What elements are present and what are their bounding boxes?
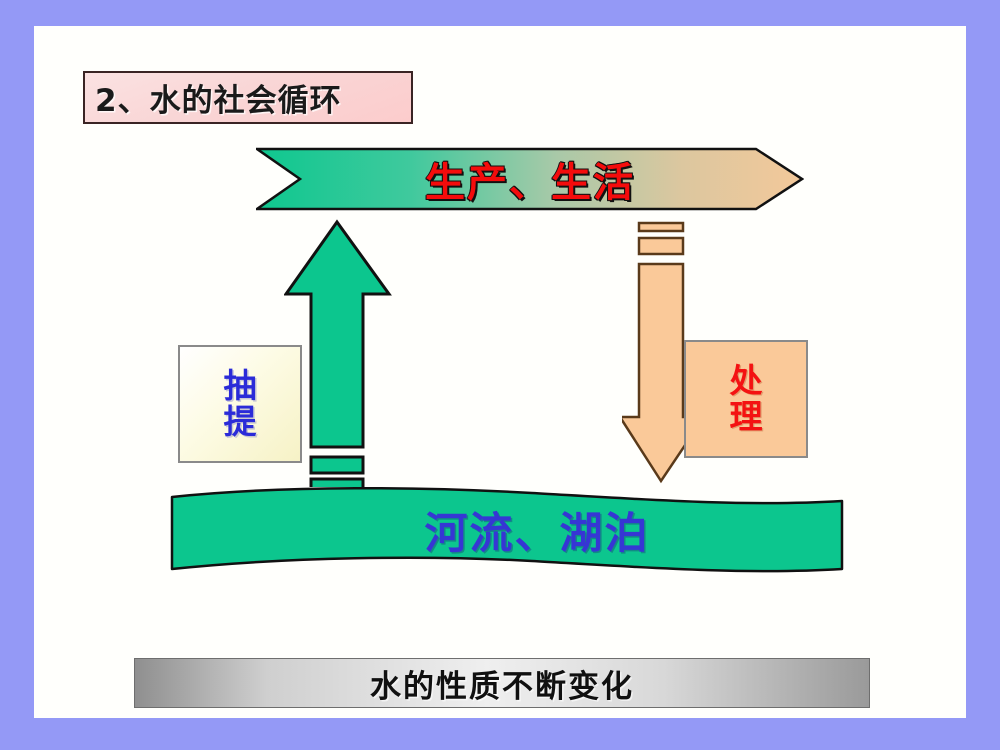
extraction-up-arrow	[283, 219, 394, 491]
banner-shape	[256, 147, 804, 211]
page-title-text: 2、水的社会循环	[95, 83, 342, 119]
page-title: 2、水的社会循环	[83, 71, 413, 124]
slide-canvas: 2、水的社会循环 生产、生活	[34, 26, 966, 718]
up-arrow-shape	[283, 219, 392, 491]
box-treatment: 处 理	[684, 340, 808, 458]
ribbon-river-lake: 河流、湖泊	[166, 481, 848, 579]
treatment-down-arrow	[617, 220, 708, 486]
banner-production-living: 生产、生活	[256, 147, 804, 211]
box-treatment-char-2: 理	[729, 397, 763, 436]
down-arrow-shape	[617, 221, 707, 484]
box-extraction-char-2: 提	[223, 402, 257, 441]
conclusion-bar-text: 水的性质不断变化	[370, 668, 634, 705]
box-extraction: 抽 提	[178, 345, 302, 463]
ribbon-shape	[170, 486, 844, 573]
conclusion-bar: 水的性质不断变化	[134, 658, 870, 708]
box-treatment-char-1: 处	[729, 361, 763, 401]
box-extraction-char-1: 抽	[223, 366, 257, 406]
